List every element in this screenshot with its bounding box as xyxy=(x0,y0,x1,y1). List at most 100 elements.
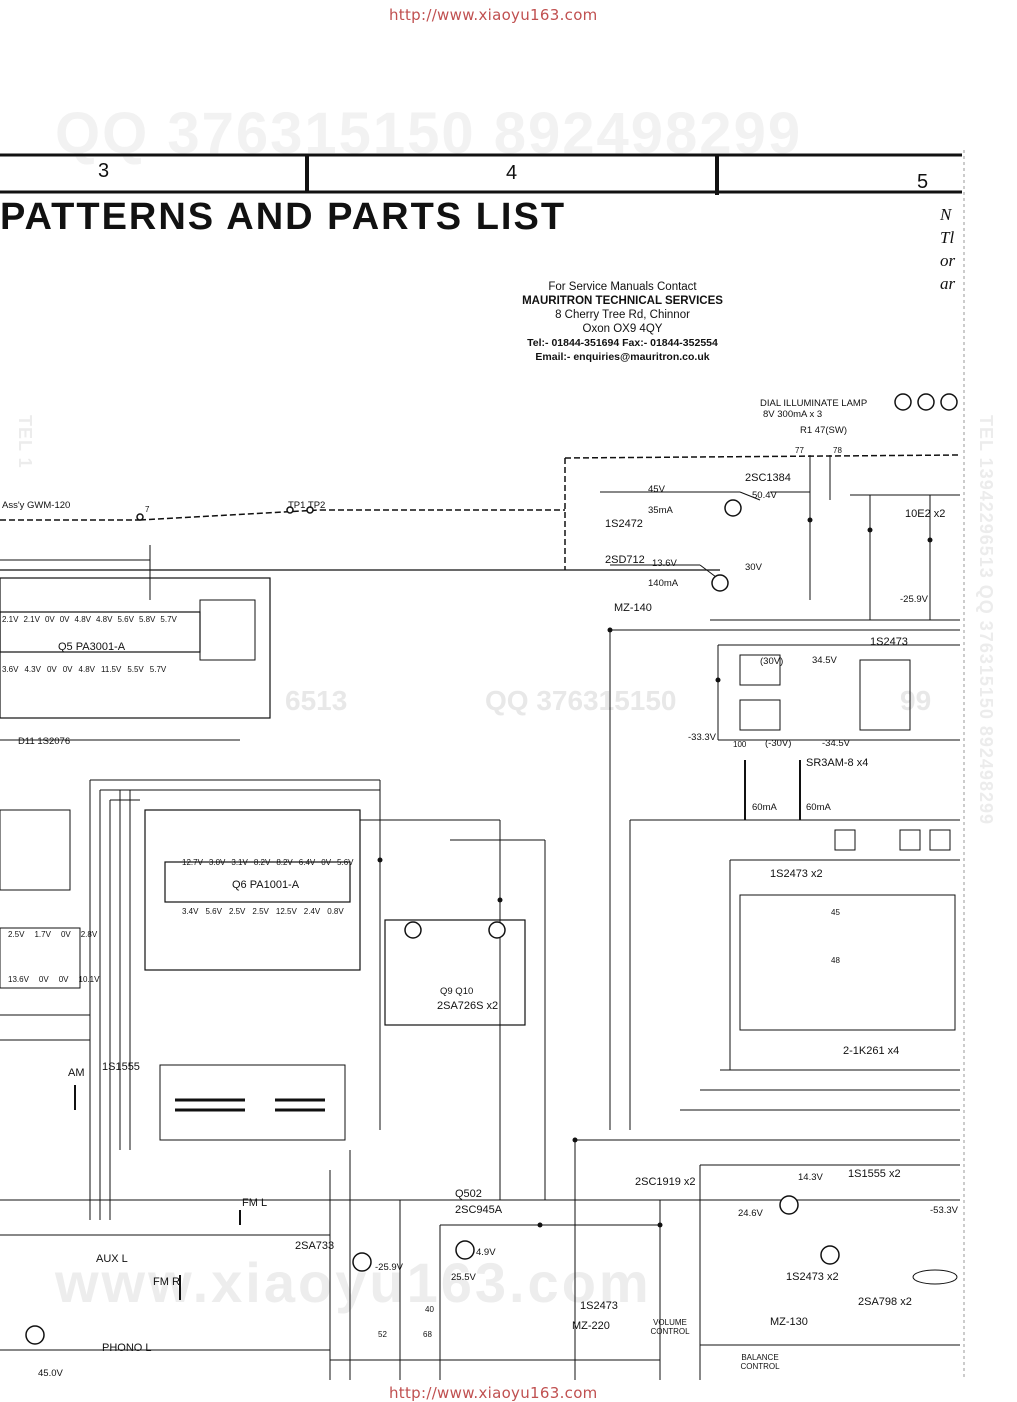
current-35ma: 35mA xyxy=(648,505,673,516)
node-7: 7 xyxy=(145,505,150,514)
pin-voltage: 0V xyxy=(38,975,49,984)
pin-voltage: 4.3V xyxy=(24,665,41,674)
d403-label: 1S2472 xyxy=(605,518,643,530)
pin-voltage: 0V xyxy=(59,615,70,624)
q9-q10-label: Q9 Q10 xyxy=(440,986,474,997)
qq-watermark-mid-far: 99 xyxy=(900,685,932,716)
contact-email[interactable]: Email:- enquiries@mauritron.co.uk xyxy=(535,351,710,363)
voltage-4-9v: 4.9V xyxy=(476,1247,496,1258)
node-45: 45 xyxy=(831,908,840,917)
sa726-label: 2SA726S x2 xyxy=(437,1000,499,1012)
q401-label: 2SD712 xyxy=(605,554,645,566)
pin-voltage: 1.7V xyxy=(34,930,51,939)
fm-r-label: FM R xyxy=(153,1276,180,1288)
volume-control-label: VOLUME CONTROL xyxy=(650,1318,690,1336)
pin-voltage: 0V xyxy=(321,858,332,867)
pin-voltage: 5.5V xyxy=(127,665,144,674)
voltage-30v: 30V xyxy=(745,562,762,573)
voltage-neg-53-3v: -53.3V xyxy=(930,1205,958,1216)
side-note-line: ar xyxy=(940,274,956,293)
voltage-24-6v: 24.6V xyxy=(738,1208,763,1219)
phono-l-label: PHONO L xyxy=(102,1342,152,1354)
voltage-14-3v: 14.3V xyxy=(798,1172,823,1183)
pin-voltage: 5.6V xyxy=(337,858,354,867)
pin-voltage: 0V xyxy=(46,665,57,674)
is2473x2-label: 1S2473 x2 xyxy=(770,868,823,880)
mz220-label: MZ-220 xyxy=(572,1320,610,1332)
side-note-line: Tl xyxy=(940,228,955,247)
is2473b-label: 1S2473 xyxy=(580,1300,618,1312)
contact-address: Oxon OX9 4QY xyxy=(582,323,663,335)
pin-voltage: 5.6V xyxy=(205,907,222,916)
pin-voltage: 5.7V xyxy=(160,615,177,624)
contact-address: 8 Cherry Tree Rd, Chinnor xyxy=(555,309,690,321)
pin-voltage: 2.5V xyxy=(252,907,269,916)
k261-label: 2-1K261 x4 xyxy=(843,1045,900,1057)
pin-voltage: 11.5V xyxy=(101,665,122,674)
pin-voltage: 3.1V xyxy=(231,858,248,867)
voltage-30v-paren: (30V) xyxy=(760,656,784,667)
voltage-neg-25-9v: -25.9V xyxy=(375,1262,403,1273)
am-label: AM xyxy=(68,1067,85,1079)
mz130-label: MZ-130 xyxy=(770,1316,808,1328)
pin-voltage: 2.8V xyxy=(80,930,98,939)
is2473c-label: 1S2473 x2 xyxy=(786,1271,839,1283)
sa733-label: 2SA733 xyxy=(295,1240,335,1252)
page-title: PATTERNS AND PARTS LIST xyxy=(0,196,567,238)
q5-label: Q5 PA3001-A xyxy=(58,641,126,653)
contact-phone: Tel:- 01844-351694 Fax:- 01844-352554 xyxy=(527,337,718,349)
voltage-neg-34-5v: -34.5V xyxy=(822,738,850,749)
resistor-100: 100 xyxy=(733,740,747,749)
node-77: 77 xyxy=(795,446,804,455)
pin-voltage: 10.1V xyxy=(78,975,100,984)
pin-voltage: 0V xyxy=(58,975,69,984)
q6-pin-voltages-top: 12.7V 3.0V 3.1V 8.2V 8.2V 6.4V 0V 5.6V xyxy=(182,858,354,867)
voltage-45v: 45V xyxy=(648,484,665,495)
pin-voltage: 8.2V xyxy=(253,858,271,867)
r1-label: R1 47(SW) xyxy=(800,425,847,436)
pin-voltage: 0V xyxy=(60,930,71,939)
pin-voltage: 4.8V xyxy=(74,615,91,624)
left-ic-pin-voltages-b: 13.6V 0V 0V 10.1V xyxy=(8,975,99,984)
voltage-neg-25-9v-b: -25.9V xyxy=(900,594,928,605)
pin-voltage: 0V xyxy=(44,615,55,624)
column-number-4: 4 xyxy=(506,162,518,184)
voltage-neg-30v: (-30V) xyxy=(765,738,792,749)
voltage-neg-33-3v: -33.3V xyxy=(688,732,716,743)
qq-watermark-mid-right: QQ 376315150 xyxy=(485,685,677,716)
service-contact-block: For Service Manuals Contact MAURITRON TE… xyxy=(515,280,730,364)
fm-l-label: FM L xyxy=(242,1197,268,1209)
voltage-25-5v: 25.5V xyxy=(451,1272,476,1283)
voltage-13-6v: 13.6V xyxy=(652,558,677,569)
sc945-label: 2SC945A xyxy=(455,1204,503,1216)
assy-label: Ass'y GWM-120 xyxy=(2,500,71,511)
voltage-50-4v: 50.4V xyxy=(752,490,777,501)
q6-pin-voltages-bottom: 3.4V 5.6V 2.5V 2.5V 12.5V 2.4V 0.8V xyxy=(182,907,344,916)
source-url-bottom[interactable]: http://www.xiaoyu163.com xyxy=(389,1384,598,1402)
ie2-label: 10E2 x2 xyxy=(905,508,946,520)
q6-label: Q6 PA1001-A xyxy=(232,879,300,891)
node-52: 52 xyxy=(378,1330,387,1339)
column-number-5: 5 xyxy=(917,171,929,193)
is1555-label: 1S1555 xyxy=(102,1061,140,1073)
q5-pin-voltages-top: 2.1V 2.1V 0V 0V 4.8V 4.8V 5.6V 5.8V 5.7V xyxy=(2,615,177,624)
q5-pin-voltages-bottom: 3.6V 4.3V 0V 0V 4.8V 11.5V 5.5V 5.7V xyxy=(2,665,166,674)
tel-watermark-side-left: TEL 1 xyxy=(15,415,35,469)
dial-lamp-label: DIAL ILLUMINATE LAMP xyxy=(760,398,868,409)
q502-label: Q502 xyxy=(455,1188,482,1200)
side-note-line: or xyxy=(940,251,956,270)
qq-watermark-mid-left: 6513 xyxy=(285,685,348,716)
pin-voltage: 4.8V xyxy=(96,615,113,624)
left-ic-pin-voltages-a: 2.5V 1.7V 0V 2.8V xyxy=(8,930,97,939)
contact-line: For Service Manuals Contact xyxy=(548,281,697,293)
tel-watermark-side-right: TEL 13942296513 QQ 376315150 892498299 xyxy=(976,415,996,825)
pin-voltage: 0.8V xyxy=(327,907,344,916)
source-url-top[interactable]: http://www.xiaoyu163.com xyxy=(389,6,598,24)
side-note-line: N xyxy=(940,205,952,224)
pin-voltage: 3.4V xyxy=(182,907,199,916)
d11-label: D11 1S2076 xyxy=(18,736,71,747)
site-watermark-bottom: www.xiaoyu163.com xyxy=(55,1251,652,1314)
sr3am-label: SR3AM-8 x4 xyxy=(806,757,869,769)
current-60ma-right: 60mA xyxy=(806,802,831,813)
